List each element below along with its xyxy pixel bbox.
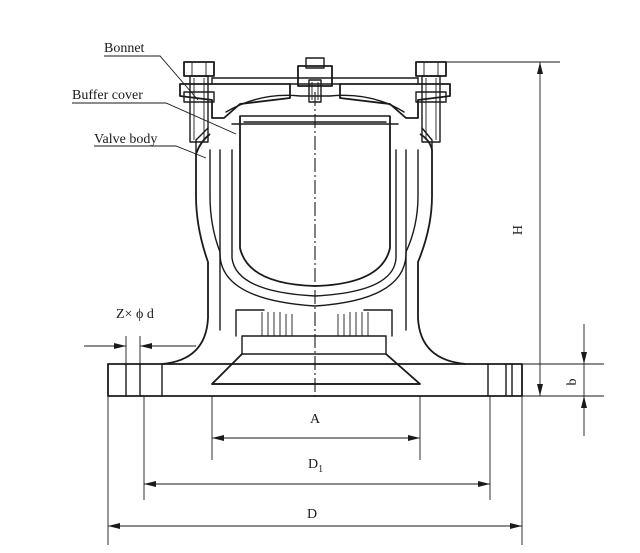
dim-bolt-holes bbox=[84, 336, 196, 364]
dim-outer-diameter bbox=[107, 396, 523, 545]
inlet-neck bbox=[211, 309, 421, 385]
left-bolt bbox=[183, 61, 215, 143]
dim-height-label: H bbox=[511, 225, 526, 235]
right-bolt bbox=[415, 61, 447, 143]
dim-bolt-holes-label: Z× ϕ d bbox=[116, 307, 154, 322]
valve-body bbox=[161, 115, 467, 365]
dim-height bbox=[446, 61, 560, 396]
dim-bolt-circle bbox=[143, 396, 491, 500]
valve-body-label: Valve body bbox=[94, 132, 157, 147]
buffer-cover-label: Buffer cover bbox=[72, 88, 143, 103]
dim-inlet bbox=[211, 396, 421, 460]
bonnet-label: Bonnet bbox=[104, 41, 145, 56]
dim-outer-diameter-label: D bbox=[307, 507, 317, 522]
callouts bbox=[72, 55, 237, 159]
dim-flange-thickness bbox=[522, 324, 604, 436]
dim-flange-thickness-label: b bbox=[565, 379, 580, 386]
dim-bolt-circle-label: D1 bbox=[308, 457, 323, 475]
dim-inlet-label: A bbox=[310, 412, 321, 427]
